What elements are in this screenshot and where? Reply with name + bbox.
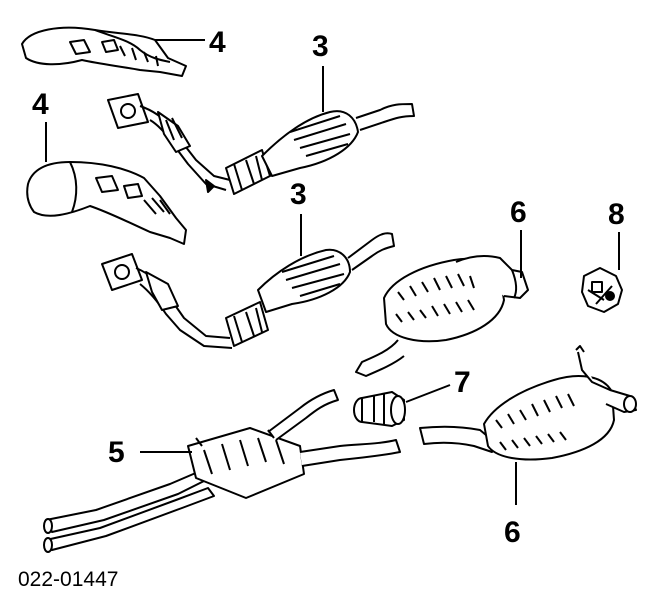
rear-muffler-upper [355, 254, 529, 377]
heat-shield-upper [21, 26, 187, 77]
center-pipe-resonator [43, 389, 401, 553]
callout-6-lower: 6 [504, 516, 521, 549]
callout-4-upper: 4 [209, 26, 226, 59]
callout-3-lower: 3 [290, 178, 307, 211]
catalytic-converter-lower [101, 232, 395, 349]
pipe-clamp-sleeve [353, 391, 406, 427]
callout-5: 5 [108, 436, 125, 469]
callout-4-lower: 4 [32, 88, 49, 121]
callout-6-upper: 6 [510, 196, 527, 229]
catalytic-converter-upper [107, 93, 415, 195]
callout-3-upper: 3 [312, 30, 329, 63]
rear-muffler-lower [419, 345, 637, 461]
heat-shield-lower [26, 161, 187, 245]
mounting-bracket [581, 267, 623, 313]
part-code: 022-01447 [18, 568, 118, 591]
callout-7: 7 [454, 366, 471, 399]
callout-8: 8 [608, 198, 625, 231]
leader-7 [405, 384, 451, 403]
